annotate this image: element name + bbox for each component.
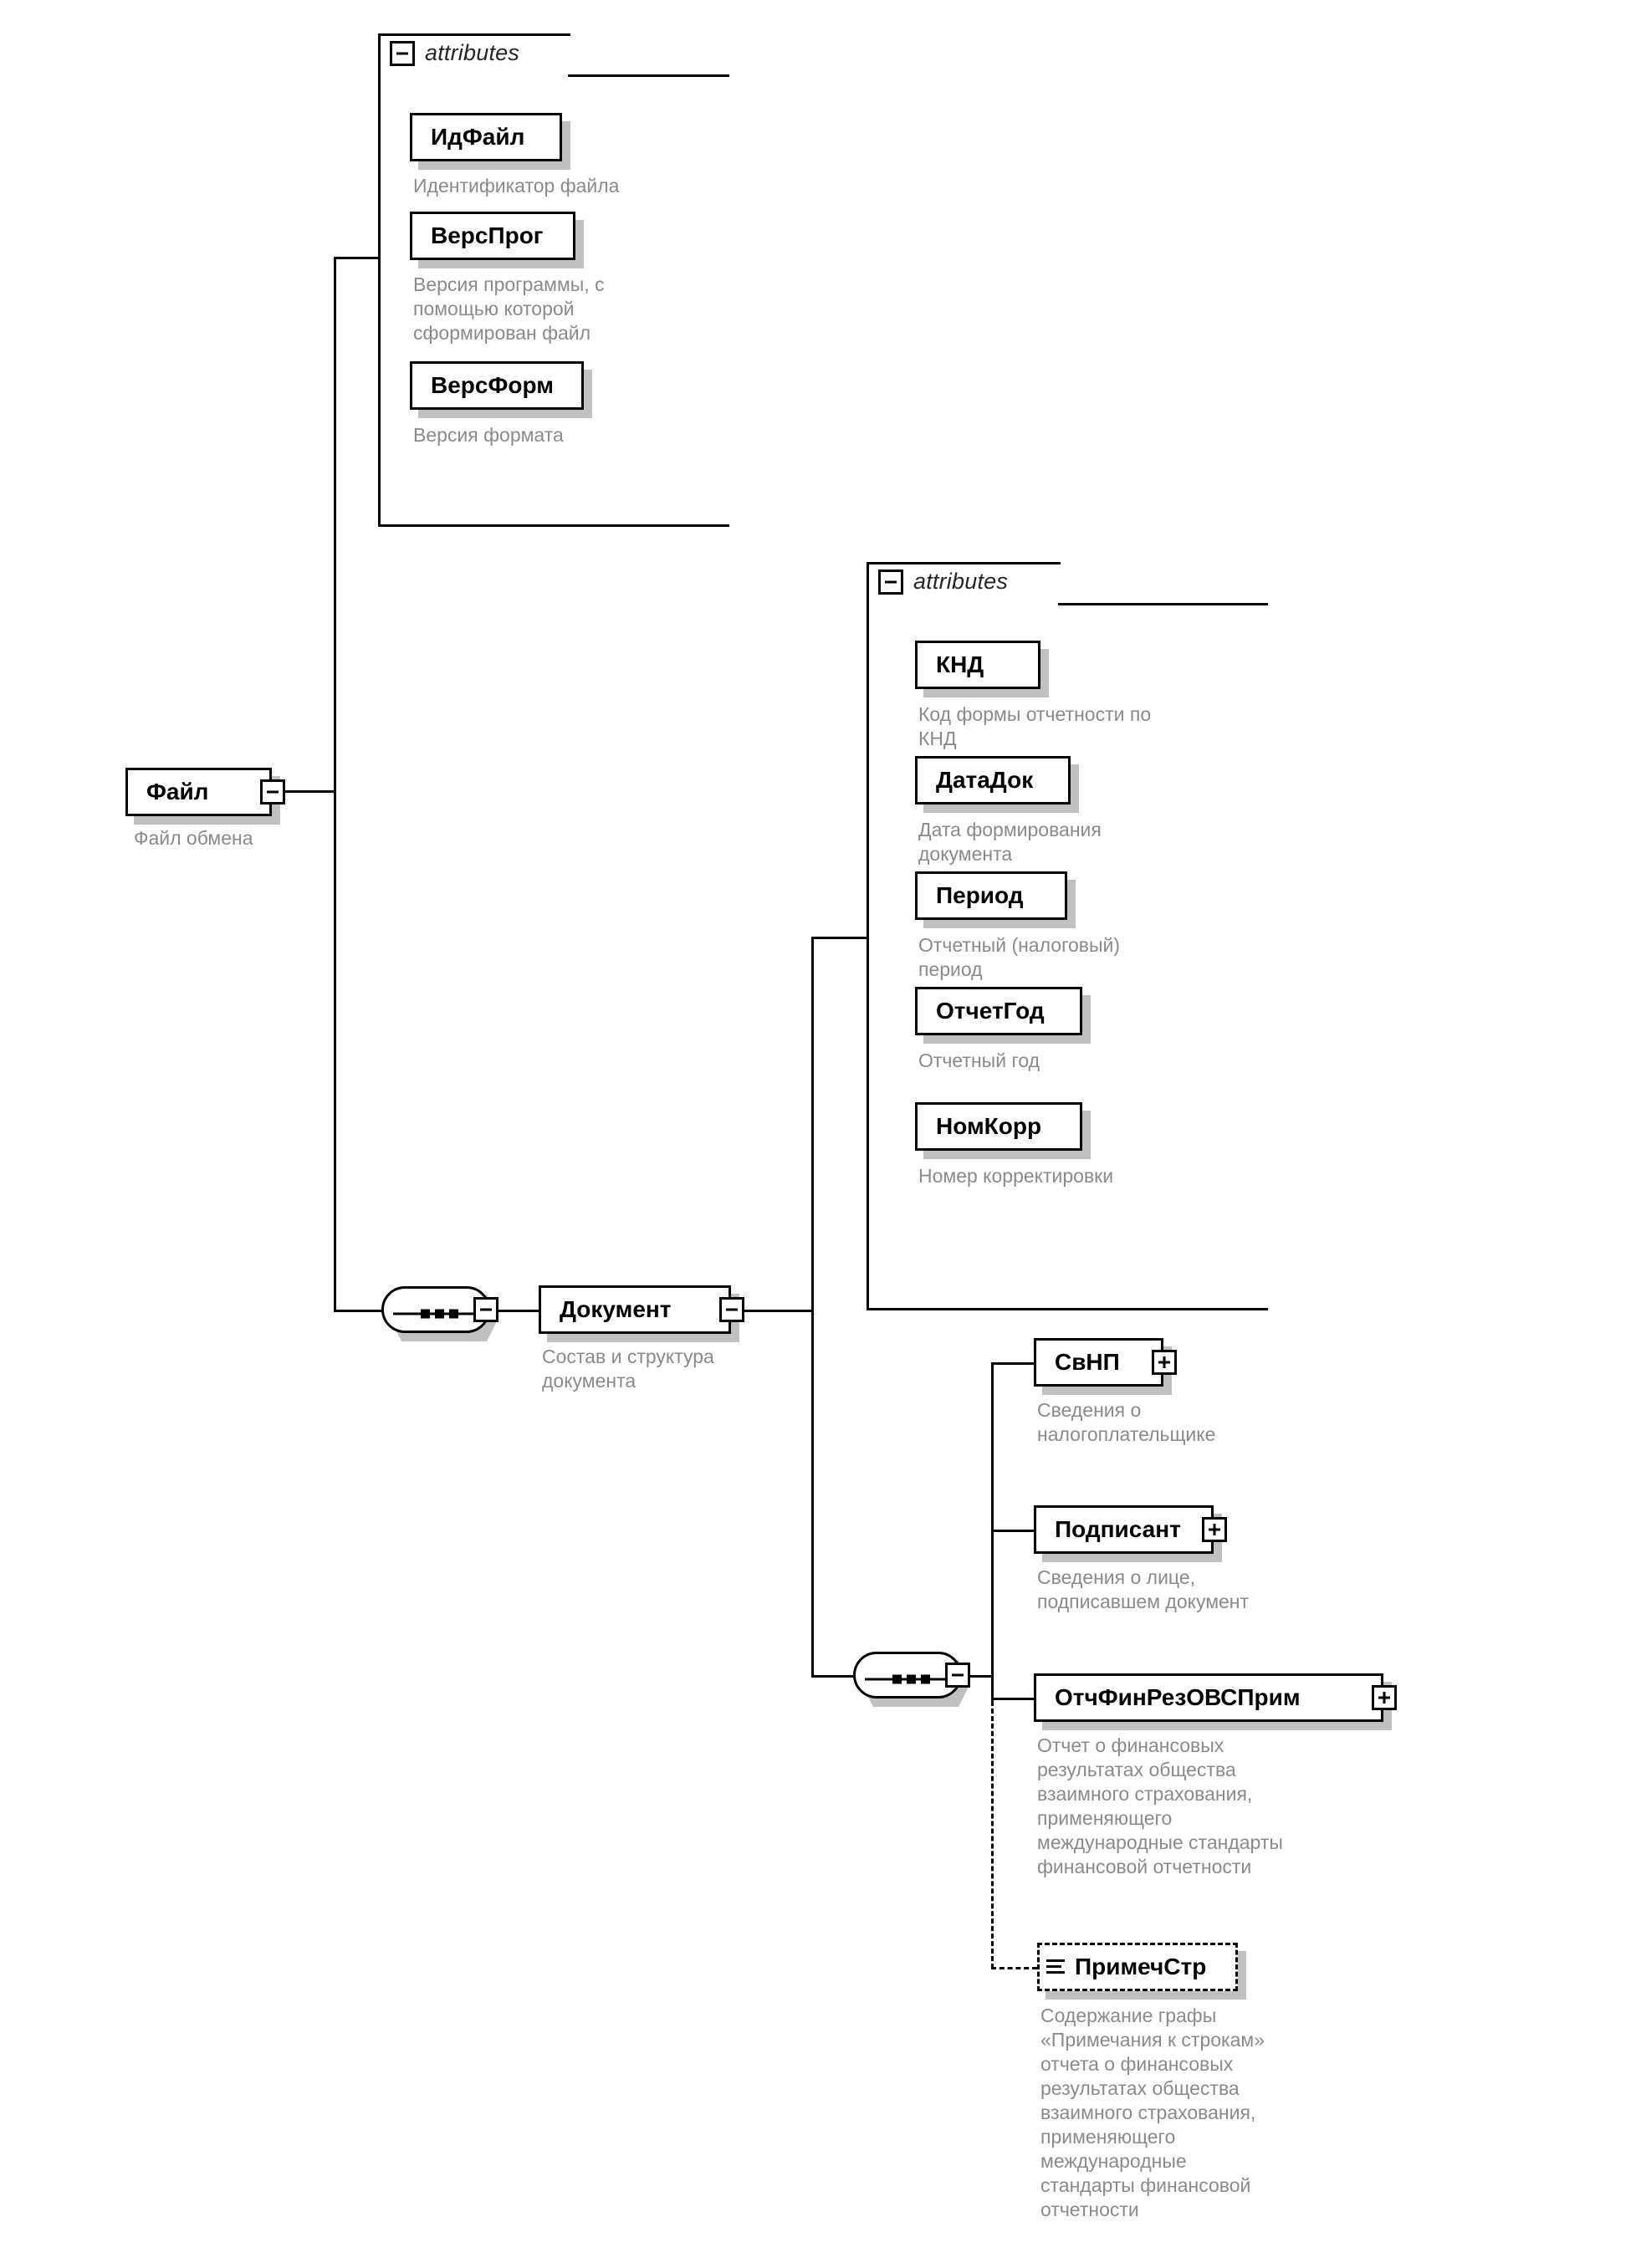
node-frame: ИдФайл	[410, 113, 562, 161]
annotation-otchetgod: Отчетный год	[918, 1050, 1040, 1071]
annotation-idfail: Идентификатор файла	[413, 175, 620, 197]
node-dokument[interactable]: Документ	[539, 1285, 744, 1342]
node-primechstr[interactable]: ПримечСтр	[1037, 1943, 1246, 2000]
connector-line-dashed	[991, 1967, 1037, 1969]
attributes-tab	[867, 562, 1061, 605]
simple-type-lines-icon	[1046, 1959, 1065, 1974]
node-frame: ДатаДок	[915, 756, 1071, 805]
collapse-toggle-icon[interactable]	[473, 1297, 498, 1322]
annotation-knd: Код формы отчетности по КНД	[918, 703, 1152, 749]
sequence-connector-children[interactable]	[853, 1652, 970, 1707]
attributes-label: attributes	[425, 40, 520, 65]
node-versprog[interactable]: ВерсПрог	[410, 212, 584, 268]
node-label: ВерсПрог	[431, 222, 544, 248]
connector-line	[969, 1675, 994, 1678]
node-label: СвНП	[1055, 1349, 1120, 1375]
connector-line	[991, 1530, 1035, 1532]
connector-line	[334, 1310, 381, 1312]
connector-line	[811, 937, 868, 939]
collapse-toggle-icon[interactable]	[878, 569, 903, 595]
node-label: ПримечСтр	[1075, 1954, 1207, 1979]
node-label: Файл	[146, 779, 209, 805]
node-frame: Файл	[125, 768, 272, 816]
attributes-group-dokument: attributes КНД Код формы отчетности по К…	[867, 562, 1268, 1310]
connector-line	[811, 1675, 853, 1678]
connector-line-dashed	[991, 1701, 994, 1969]
node-versform[interactable]: ВерсФорм	[410, 361, 592, 418]
annotation-versform: Версия формата	[413, 424, 564, 446]
node-frame: ВерсПрог	[410, 212, 575, 260]
attributes-tab-edge	[1058, 603, 1268, 605]
collapse-toggle-icon[interactable]	[719, 1297, 744, 1322]
node-label: ОтчетГод	[936, 998, 1045, 1024]
connector-line	[284, 790, 336, 793]
node-label: Документ	[560, 1296, 672, 1322]
expand-toggle-icon[interactable]	[1372, 1685, 1397, 1710]
annotation-nomkorr: Номер корректировки	[918, 1165, 1114, 1187]
sequence-dots-icon	[393, 1309, 477, 1319]
node-label: КНД	[936, 651, 984, 677]
node-frame: ОтчФинРезОВСПрим	[1034, 1673, 1383, 1722]
collapse-toggle-icon[interactable]	[260, 779, 285, 805]
attributes-body	[867, 605, 1268, 1310]
annotation-otchfinrezovsprim: Отчет о финансовых результатах общества …	[1037, 1734, 1283, 1877]
attributes-header: attributes	[390, 40, 519, 66]
expand-toggle-icon[interactable]	[1202, 1517, 1227, 1542]
sequence-body	[853, 1652, 962, 1698]
node-label: Подписант	[1055, 1516, 1181, 1542]
node-datadok[interactable]: ДатаДок	[915, 756, 1079, 813]
node-frame: КНД	[915, 641, 1040, 689]
node-otchetgod[interactable]: ОтчетГод	[915, 987, 1091, 1044]
node-label: ВерсФорм	[431, 372, 554, 398]
attributes-group-fail: attributes ИдФайл Идентификатор файла Ве…	[378, 33, 729, 527]
node-svnp[interactable]: СвНП	[1034, 1338, 1177, 1395]
attributes-tab	[378, 33, 570, 77]
node-frame: Период	[915, 871, 1067, 920]
attributes-header: attributes	[878, 569, 1008, 595]
annotation-datadok: Дата формирования документа	[918, 819, 1102, 865]
sequence-dots-icon	[865, 1674, 948, 1684]
annotation-period: Отчетный (налоговый) период	[918, 934, 1120, 980]
connector-line	[991, 1698, 1035, 1700]
node-podpisant[interactable]: Подписант	[1034, 1505, 1227, 1562]
node-label: ИдФайл	[431, 124, 525, 150]
node-idfail[interactable]: ИдФайл	[410, 113, 570, 170]
node-frame: Подписант	[1034, 1505, 1214, 1554]
annotation-primechstr: Содержание графы «Примечания к строкам» …	[1040, 2005, 1265, 2220]
node-frame: ВерсФорм	[410, 361, 584, 410]
node-frame: СвНП	[1034, 1338, 1163, 1387]
node-nomkorr[interactable]: НомКорр	[915, 1102, 1091, 1159]
attributes-tab-edge	[568, 74, 729, 77]
annotation-podpisant: Сведения о лице, подписавшем документ	[1037, 1566, 1250, 1612]
sequence-connector-document[interactable]	[381, 1286, 498, 1341]
connector-line	[811, 937, 814, 1678]
node-knd[interactable]: КНД	[915, 641, 1049, 697]
collapse-toggle-icon[interactable]	[390, 40, 415, 66]
node-fail[interactable]: Файл	[125, 768, 285, 825]
connector-line	[334, 257, 380, 259]
connector-line	[497, 1310, 540, 1312]
annotation-svnp: Сведения о налогоплательщике	[1037, 1399, 1216, 1445]
collapse-toggle-icon[interactable]	[945, 1663, 970, 1688]
node-label: ДатаДок	[936, 767, 1034, 793]
connector-line	[743, 1310, 813, 1312]
expand-toggle-icon[interactable]	[1152, 1350, 1177, 1375]
node-label: НомКорр	[936, 1113, 1042, 1139]
node-otchfinrezovsprim[interactable]: ОтчФинРезОВСПрим	[1034, 1673, 1397, 1730]
annotation-dokument: Состав и структура документа	[542, 1346, 714, 1392]
node-label: ОтчФинРезОВСПрим	[1055, 1684, 1301, 1710]
node-frame: НомКорр	[915, 1102, 1082, 1151]
connector-line	[991, 1362, 1035, 1365]
attributes-label: attributes	[913, 569, 1009, 594]
node-frame: Документ	[539, 1285, 731, 1334]
node-frame: ОтчетГод	[915, 987, 1082, 1035]
node-label: Период	[936, 882, 1024, 908]
node-period[interactable]: Период	[915, 871, 1076, 928]
node-frame: ПримечСтр	[1037, 1943, 1238, 1991]
annotation-fail: Файл обмена	[134, 827, 253, 849]
annotation-versprog: Версия программы, с помощью которой сфор…	[413, 273, 605, 344]
connector-line	[334, 257, 336, 1312]
